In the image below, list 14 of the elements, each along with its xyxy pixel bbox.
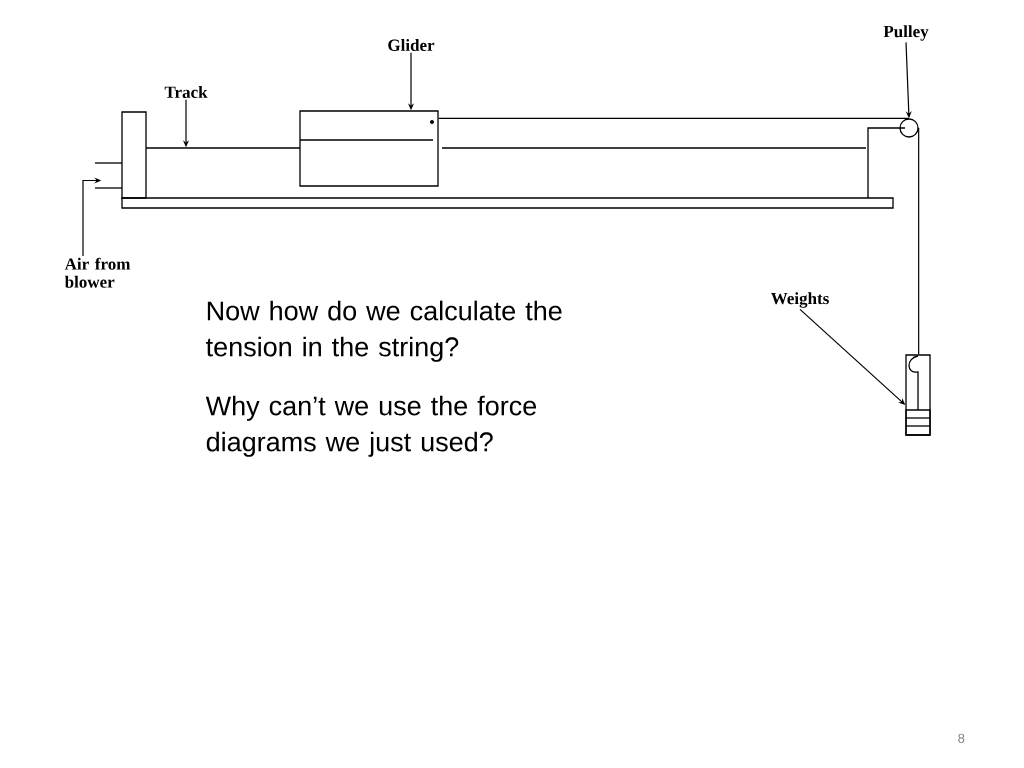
part-label: Glider (388, 39, 435, 51)
string-line (918, 127, 920, 355)
air-inlet-pipe (94, 162, 123, 189)
part-label: Air from blower (64, 257, 131, 288)
part-label: Weights (770, 292, 829, 308)
glider-drawing (299, 110, 439, 187)
hanging-weights-drawing (905, 354, 931, 436)
part-label: Pulley (883, 25, 929, 41)
string-line (438, 117, 910, 119)
question-text: Now how do we calculate the tension in the string? (206, 300, 562, 362)
question-text: Why can’t we use the force diagrams we just used? (205, 395, 537, 457)
part-label: Track (164, 86, 208, 98)
pulley-wheel (899, 118, 919, 138)
page-number: 8 (958, 733, 965, 743)
